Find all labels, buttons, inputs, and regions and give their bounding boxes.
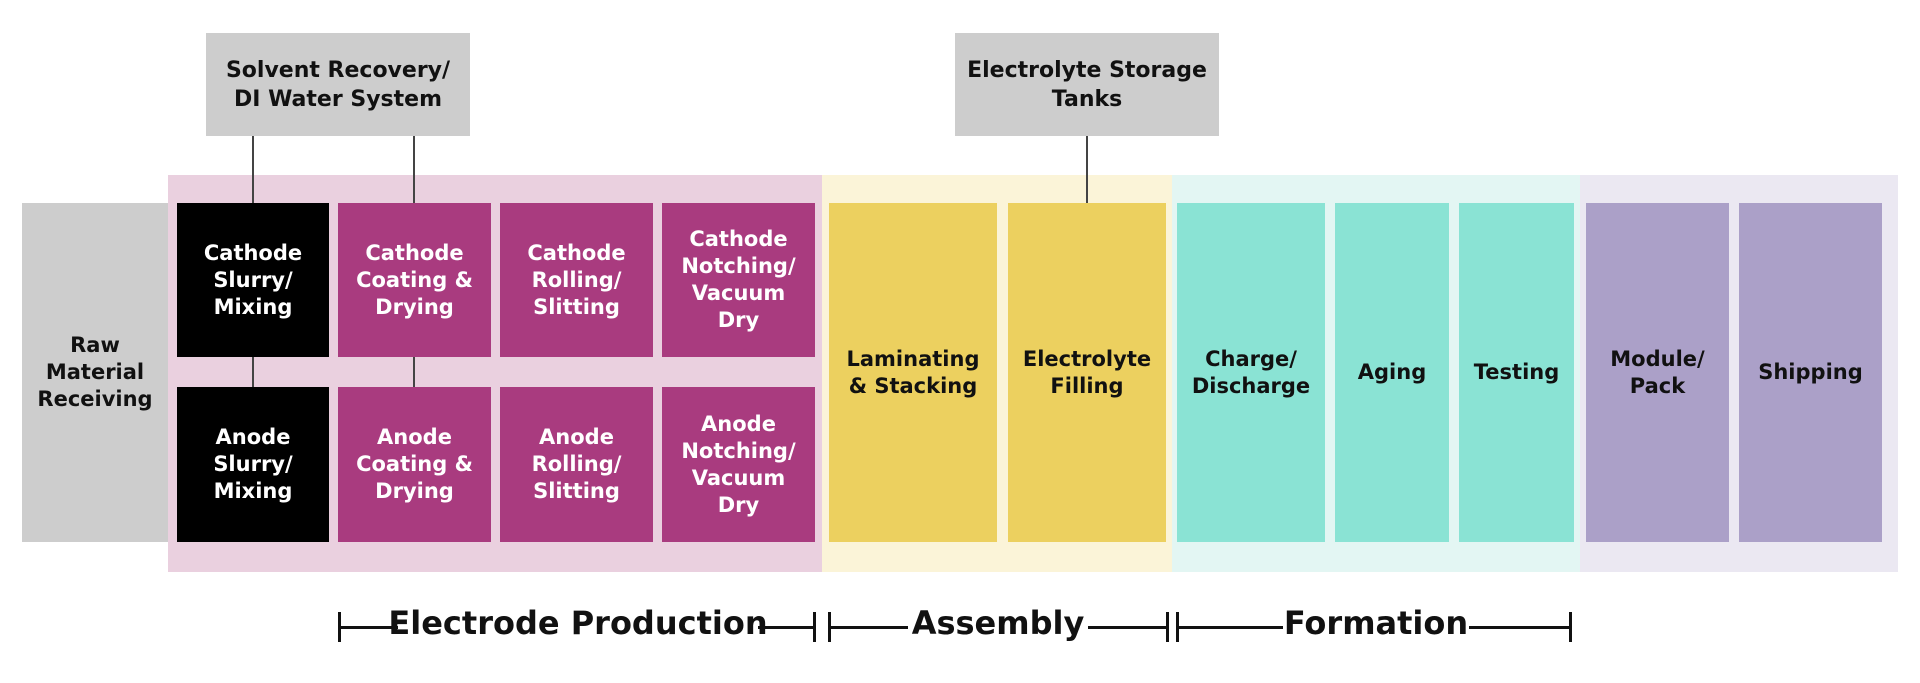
formation-bracket-tick-right [1569, 612, 1572, 642]
electrode-bracket-tick-right [813, 612, 816, 642]
raw-material-receiving-box: Raw Material Receiving [22, 203, 168, 542]
cathode-rolling-box: Cathode Rolling/ Slitting [500, 203, 653, 357]
aging-box: Aging [1335, 203, 1449, 542]
assembly-bracket-tick-right [1166, 612, 1169, 642]
stage-label-assembly: Assembly [908, 602, 1088, 644]
module-pack-box: Module/ Pack [1586, 203, 1729, 542]
testing-box: Testing [1459, 203, 1574, 542]
anode-notching-box: Anode Notching/ Vacuum Dry [662, 387, 815, 542]
charge-discharge-box: Charge/ Discharge [1177, 203, 1325, 542]
electrolyte-storage-box: Electrolyte Storage Tanks [955, 33, 1219, 136]
stage-label-electrode-production: Electrode Production [388, 602, 768, 644]
laminating-stacking-box: Laminating & Stacking [829, 203, 997, 542]
assembly-bracket-tick-left [828, 612, 831, 642]
stage-label-formation: Formation [1283, 602, 1469, 644]
cathode-slurry-box: Cathode Slurry/ Mixing [177, 203, 329, 357]
shipping-box: Shipping [1739, 203, 1882, 542]
electrolyte-filling-box: Electrolyte Filling [1008, 203, 1166, 542]
electrolyte-connector [1086, 136, 1088, 204]
anode-rolling-box: Anode Rolling/ Slitting [500, 387, 653, 542]
formation-bracket-tick-left [1176, 612, 1179, 642]
anode-slurry-box: Anode Slurry/ Mixing [177, 387, 329, 542]
cathode-coating-box: Cathode Coating & Drying [338, 203, 491, 357]
electrode-bracket-tick-left [338, 612, 341, 642]
solvent-recovery-box: Solvent Recovery/ DI Water System [206, 33, 470, 136]
anode-coating-box: Anode Coating & Drying [338, 387, 491, 542]
cathode-notching-box: Cathode Notching/ Vacuum Dry [662, 203, 815, 357]
